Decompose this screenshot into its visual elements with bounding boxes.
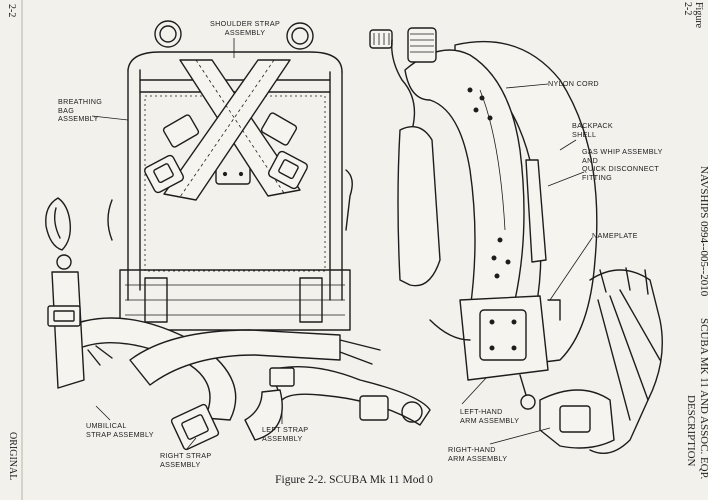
shoulder-strap-assembly <box>144 59 308 201</box>
callout-right-strap: RIGHT STRAP ASSEMBLY <box>160 451 212 469</box>
figure-caption: Figure 2-2. SCUBA Mk 11 Mod 0 <box>275 474 433 486</box>
callout-breathing-bag: BREATHING BAG ASSEMBLY <box>58 97 103 123</box>
callout-backpack-shell: BACKPACK SHELL <box>572 121 614 139</box>
callout-shoulder-strap: SHOULDER STRAP ASSEMBLY <box>210 19 281 37</box>
backpack-frame <box>107 20 353 331</box>
callout-nameplate: NAMEPLATE <box>592 231 638 240</box>
callout-gas-whip: GAS WHIP ASSEMBLY AND QUICK DISCONNECT F… <box>582 147 663 182</box>
side-doc-number: NAVSHIPS 0994--005--2010 <box>698 166 708 297</box>
page-number: 2-2 <box>6 4 17 18</box>
callout-umbilical: UMBILICAL STRAP ASSEMBLY <box>86 421 154 439</box>
side-title-line2: DESCRIPTION <box>685 395 697 467</box>
leader-lines <box>91 38 593 451</box>
callout-left-hand-arm: LEFT-HAND ARM ASSEMBLY <box>460 407 520 425</box>
waist-strap-assembly <box>59 317 431 451</box>
callout-right-hand-arm: RIGHT-HAND ARM ASSEMBLY <box>448 445 508 463</box>
side-title-line1: SCUBA MK 11 AND ASSOC. EQP. <box>698 318 708 480</box>
backpack-shell <box>369 27 598 410</box>
right-hand-arm-assembly <box>539 267 663 454</box>
callout-left-strap: LEFT STRAP ASSEMBLY <box>262 425 309 443</box>
figure-reference: Figure 2-2 <box>682 2 704 29</box>
callout-nylon-cord: NYLON CORD <box>548 79 599 88</box>
umbilical-strap-assembly <box>45 197 85 389</box>
